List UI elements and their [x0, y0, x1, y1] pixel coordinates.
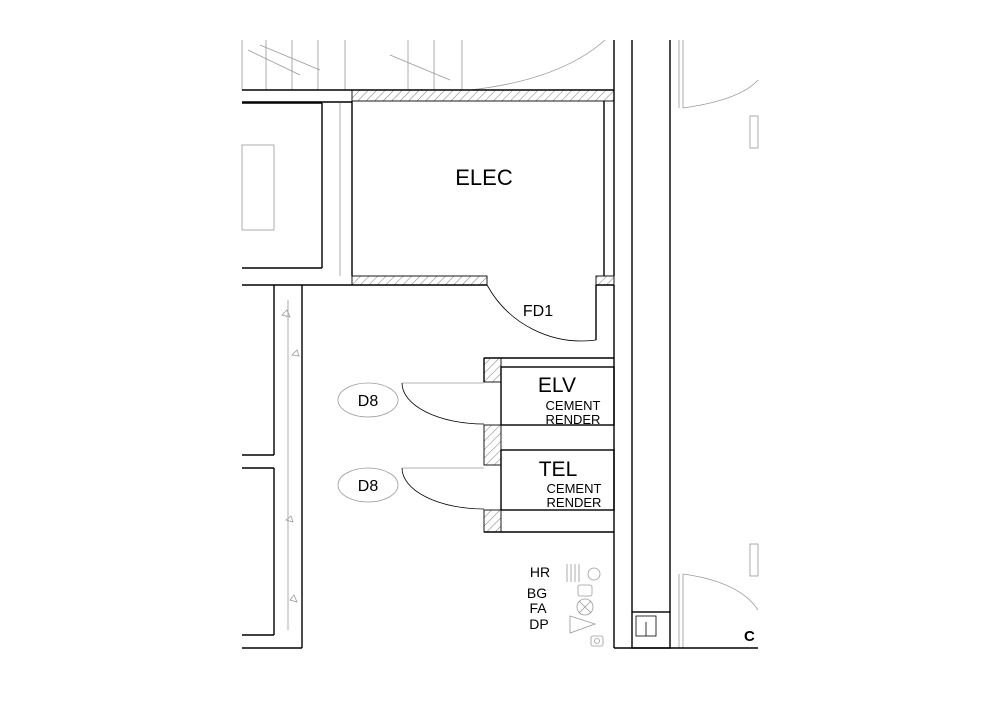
- tel-room-label: TEL: [539, 458, 578, 481]
- dry-point-icon: [569, 615, 597, 634]
- break-glass-icon: [577, 584, 593, 597]
- tel-finish-line2: RENDER: [547, 495, 602, 510]
- elv-room: ELV CEMENT RENDER: [483, 357, 615, 466]
- door-tag-2-label: D8: [358, 478, 379, 495]
- legend-hr-label: HR: [530, 564, 550, 580]
- outlet-icon: [590, 635, 604, 647]
- fire-alarm-icon: [576, 598, 594, 616]
- elv-door: D8: [337, 382, 485, 425]
- edge-label: C: [744, 628, 755, 645]
- elec-room-label: ELEC: [455, 165, 513, 190]
- tel-finish-line1: CEMENT: [547, 481, 602, 496]
- elv-finish-line2: RENDER: [546, 412, 601, 427]
- legend-bg-label: BG: [527, 585, 547, 601]
- elec-room: ELEC: [351, 40, 615, 286]
- tel-room: TEL CEMENT RENDER: [483, 449, 615, 533]
- door-tag-2-bubble: [337, 467, 399, 503]
- hose-reel-icon: [566, 564, 601, 582]
- door-tag-1-label: D8: [358, 393, 379, 410]
- elv-finish-line1: CEMENT: [546, 398, 601, 413]
- left-rooms: [241, 102, 352, 649]
- legend-fa-label: FA: [529, 600, 547, 616]
- fire-services-legend: HR BG FA DP: [527, 564, 604, 647]
- top-wall: [242, 89, 615, 103]
- stair-lines: [241, 39, 606, 91]
- door-tag-1-bubble: [337, 382, 399, 418]
- legend-dp-label: DP: [529, 616, 548, 632]
- elv-room-label: ELV: [538, 374, 576, 397]
- tel-door: D8: [337, 467, 485, 510]
- fire-door-swing: FD1: [486, 284, 597, 342]
- right-shaft: C: [614, 40, 759, 649]
- fire-door-label: FD1: [523, 303, 553, 320]
